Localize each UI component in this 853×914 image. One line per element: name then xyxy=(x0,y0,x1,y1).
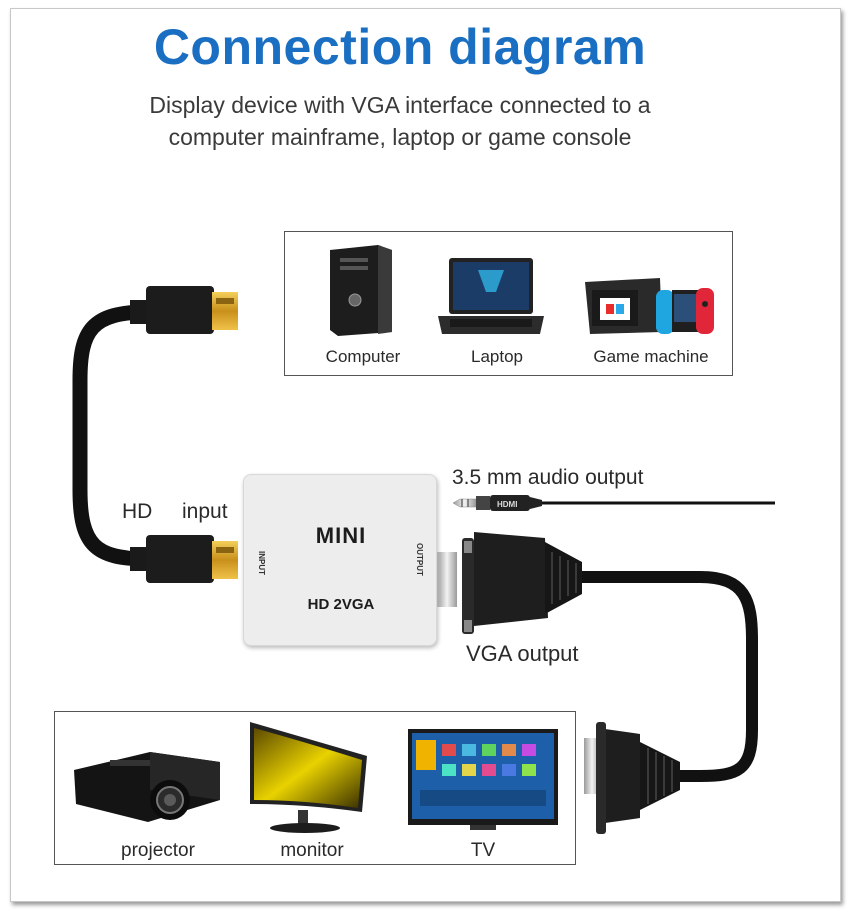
vga-output-label: VGA output xyxy=(466,641,579,666)
hdmi-plug-top-icon xyxy=(130,286,238,334)
tv-icon xyxy=(408,729,558,830)
computer-tower-icon xyxy=(330,245,392,336)
display-label-monitor: monitor xyxy=(280,840,344,861)
display-label-tv: TV xyxy=(470,840,496,861)
display-label-projector: projector xyxy=(121,840,195,861)
audio-output-label: 3.5 mm audio output xyxy=(452,466,644,489)
hd-label: HD xyxy=(122,500,153,523)
source-label-game-machine: Game machine xyxy=(593,347,709,366)
laptop-icon xyxy=(438,258,544,334)
hdmi-to-vga-adapter: MINI HD 2VGA INPUT OUTPUT xyxy=(243,474,437,646)
audio-jack-icon: HDMI xyxy=(452,495,775,511)
subtitle-line-1: Display device with VGA interface connec… xyxy=(149,92,651,118)
source-label-computer: Computer xyxy=(325,347,401,366)
input-label: input xyxy=(182,500,228,523)
source-label-laptop: Laptop xyxy=(471,347,523,366)
adapter-input-port-label: INPUT xyxy=(257,551,266,575)
monitor-icon xyxy=(250,722,367,833)
projector-icon xyxy=(74,752,220,822)
adapter-output-port-label: OUTPUT xyxy=(415,543,424,576)
diagram-title: Connection diagram xyxy=(153,19,647,75)
adapter-model: HD 2VGA xyxy=(307,596,375,613)
vga-connector-bottom-icon xyxy=(584,722,680,834)
vga-connector-top-icon xyxy=(437,532,582,634)
game-console-icon xyxy=(585,278,714,334)
jack-brand-text: HDMI xyxy=(497,500,517,509)
hdmi-plug-bottom-icon xyxy=(130,535,238,583)
vga-cable xyxy=(574,571,758,782)
adapter-brand: MINI xyxy=(315,523,367,548)
hdmi-cable xyxy=(72,304,156,567)
subtitle-line-2: computer mainframe, laptop or game conso… xyxy=(168,124,632,150)
